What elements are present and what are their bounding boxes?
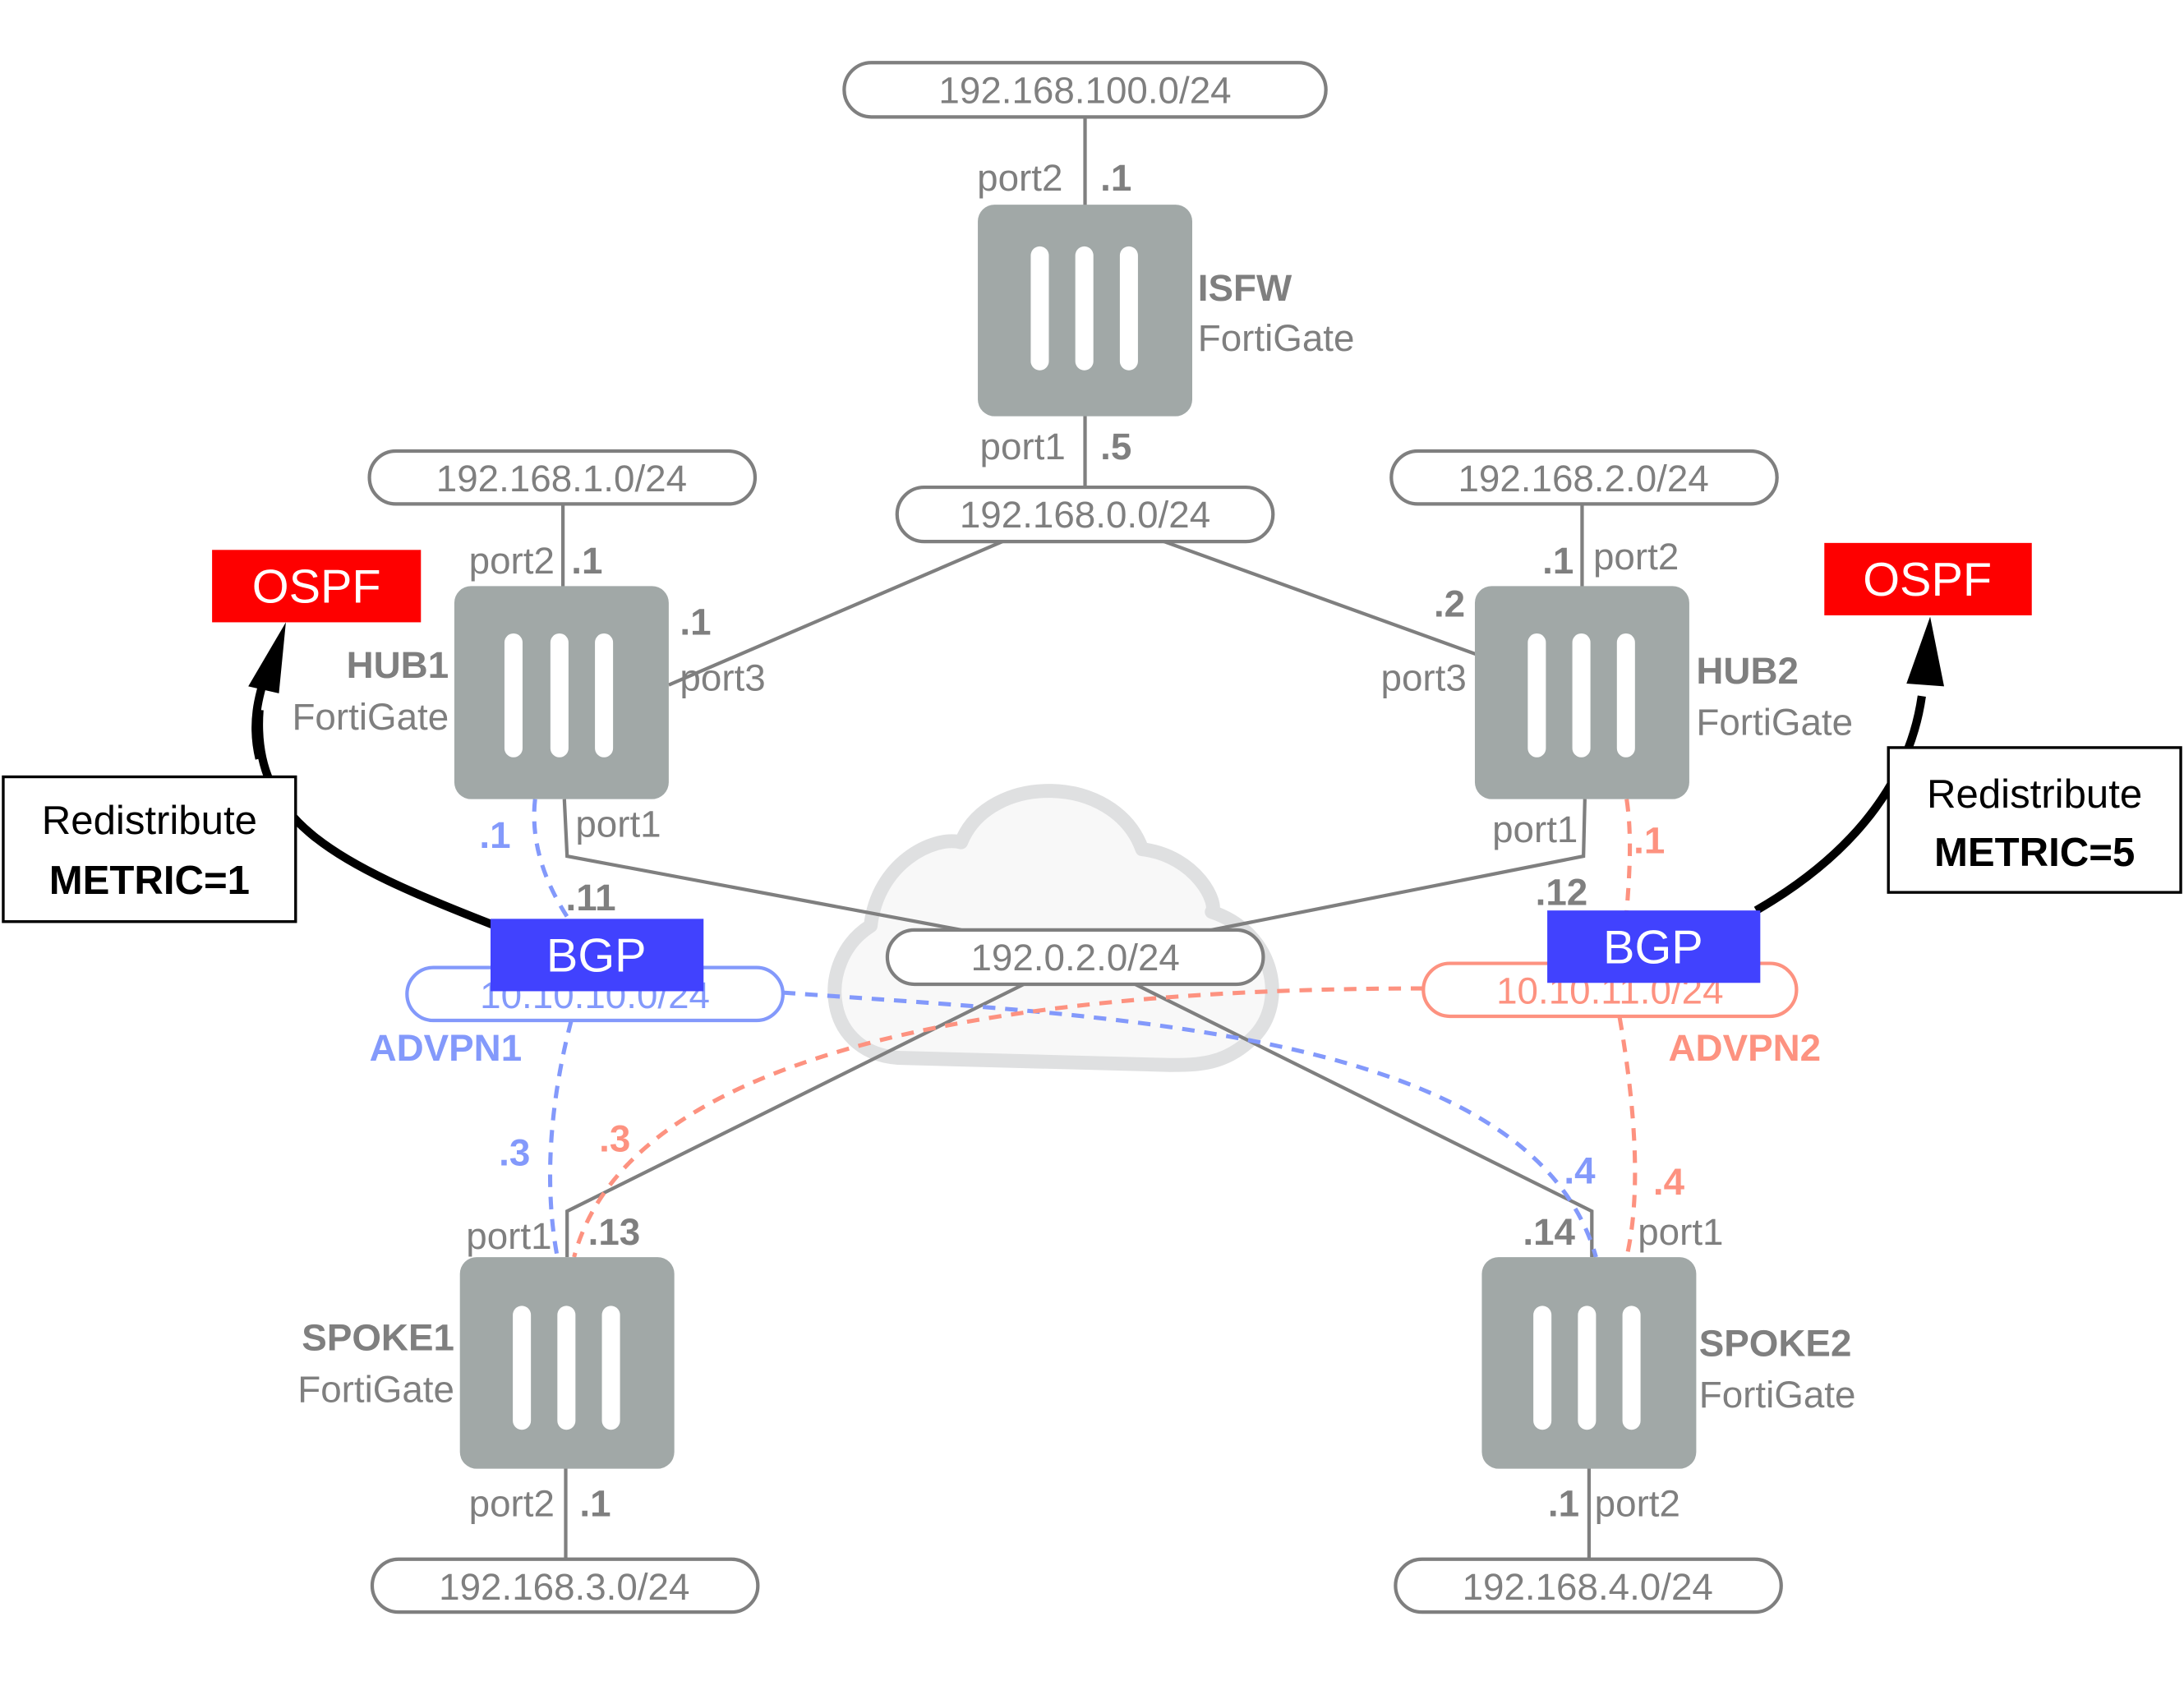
physical-links (560, 117, 1594, 1559)
svg-text:.3: .3 (599, 1117, 630, 1159)
svg-text:.4: .4 (1564, 1149, 1596, 1191)
svg-text:.3: .3 (499, 1131, 530, 1173)
svg-text:FortiGate: FortiGate (1696, 702, 1853, 744)
svg-text:.1: .1 (579, 1482, 611, 1524)
redistribute-arrow-left (248, 622, 494, 928)
svg-text:192.168.100.0/24: 192.168.100.0/24 (938, 69, 1231, 111)
link-internet-spoke2 (1134, 983, 1594, 1258)
svg-text:FortiGate: FortiGate (1699, 1374, 1856, 1416)
link-core-hub2 (1159, 538, 1477, 656)
link-hub2-internet (1211, 799, 1587, 932)
svg-text:port1: port1 (575, 803, 661, 845)
svg-text:.5: .5 (1100, 426, 1131, 467)
bgp-badge-right: BGP (1547, 910, 1761, 983)
redistribute-box-right: Redistribute METRIC=5 (1887, 746, 2182, 894)
svg-text:port3: port3 (1381, 656, 1467, 698)
svg-text:.1: .1 (1548, 1482, 1579, 1524)
port-labels: port2 .1 port1 .5 port2 .1 .1 port3 port… (466, 157, 1723, 1524)
svg-text:METRIC=1: METRIC=1 (49, 859, 250, 903)
svg-text:.1: .1 (1633, 820, 1665, 862)
advpn2-tunnels (572, 799, 1638, 1258)
svg-text:port3: port3 (680, 656, 765, 698)
svg-text:.12: .12 (1536, 871, 1588, 913)
redistribute-arrow-right (1753, 616, 1944, 914)
svg-text:.1: .1 (680, 601, 711, 643)
tunnel-hub2-advpn2 (1624, 799, 1633, 913)
svg-text:192.0.2.0/24: 192.0.2.0/24 (970, 937, 1179, 979)
svg-text:BGP: BGP (546, 930, 647, 983)
device-spoke1[interactable]: SPOKE1 FortiGate (297, 1257, 675, 1469)
ospf-badge-left: OSPF (212, 550, 422, 623)
svg-text:METRIC=5: METRIC=5 (1934, 831, 2135, 875)
advpn2-label: ADVPN2 (1669, 1027, 1822, 1069)
svg-text:port1: port1 (466, 1215, 551, 1257)
svg-text:OSPF: OSPF (1863, 554, 1992, 606)
svg-text:.1: .1 (1100, 157, 1131, 199)
subnet-hub1-lan: 192.168.1.0/24 (367, 449, 758, 506)
link-core-hub1 (668, 538, 1007, 687)
tunnel-advpn1-spoke1 (548, 1020, 574, 1258)
svg-text:SPOKE1: SPOKE1 (302, 1317, 454, 1359)
device-spoke2[interactable]: SPOKE2 FortiGate (1481, 1257, 1855, 1469)
svg-text:192.168.4.0/24: 192.168.4.0/24 (1463, 1566, 1713, 1608)
svg-text:192.168.1.0/24: 192.168.1.0/24 (436, 458, 687, 500)
arrow-head-icon (248, 622, 286, 693)
svg-text:.2: .2 (1434, 583, 1465, 625)
subnet-core: 192.168.0.0/24 (895, 485, 1275, 544)
svg-text:SPOKE2: SPOKE2 (1699, 1322, 1852, 1364)
svg-text:port2: port2 (977, 157, 1062, 199)
subnet-spoke2-lan: 192.168.4.0/24 (1394, 1557, 1783, 1614)
svg-text:FortiGate: FortiGate (292, 696, 449, 738)
svg-text:.1: .1 (1542, 540, 1573, 582)
svg-text:port1: port1 (1492, 808, 1578, 850)
svg-text:.11: .11 (566, 877, 616, 919)
svg-text:port2: port2 (469, 540, 555, 582)
svg-text:192.168.0.0/24: 192.168.0.0/24 (960, 494, 1210, 536)
link-internet-spoke1 (565, 983, 1025, 1258)
link-hub1-internet (562, 799, 962, 932)
svg-text:HUB2: HUB2 (1696, 650, 1799, 692)
svg-text:.4: .4 (1653, 1161, 1685, 1203)
svg-text:port1: port1 (980, 426, 1066, 467)
svg-text:port2: port2 (1593, 536, 1679, 578)
advpn1-tunnels (532, 799, 1598, 1258)
svg-text:BGP: BGP (1603, 922, 1703, 974)
svg-text:.1: .1 (571, 540, 602, 582)
device-isfw[interactable]: ISFW FortiGate (978, 205, 1354, 417)
tunnel-hub1-advpn1 (532, 799, 571, 920)
svg-text:port1: port1 (1638, 1211, 1723, 1253)
tunnel-advpn2-spoke1 (572, 986, 1424, 1258)
svg-text:.14: .14 (1523, 1211, 1575, 1253)
svg-text:port2: port2 (469, 1482, 555, 1524)
device-hub1[interactable]: HUB1 FortiGate (292, 586, 669, 799)
internet-cloud-icon (827, 784, 1279, 1072)
ospf-badge-right: OSPF (1824, 542, 2032, 615)
svg-text:192.168.2.0/24: 192.168.2.0/24 (1458, 458, 1708, 500)
svg-text:ISFW: ISFW (1198, 267, 1292, 309)
tunnel-advpn2-spoke2 (1617, 1017, 1638, 1258)
svg-text:.1: .1 (479, 814, 510, 856)
subnet-spoke1-lan: 192.168.3.0/24 (370, 1557, 760, 1614)
bgp-badge-left: BGP (491, 919, 704, 992)
svg-text:HUB1: HUB1 (347, 644, 449, 686)
device-hub2[interactable]: HUB2 FortiGate (1474, 586, 1853, 799)
svg-text:FortiGate: FortiGate (297, 1368, 454, 1410)
svg-text:OSPF: OSPF (252, 561, 381, 614)
subnet-isfw-lan: 192.168.100.0/24 (842, 61, 1328, 119)
redistribute-box-left: Redistribute METRIC=1 (2, 775, 297, 923)
svg-text:port2: port2 (1595, 1482, 1680, 1524)
svg-text:192.168.3.0/24: 192.168.3.0/24 (439, 1566, 689, 1608)
subnet-hub2-lan: 192.168.2.0/24 (1389, 449, 1779, 506)
svg-text:Redistribute: Redistribute (1927, 772, 2142, 817)
svg-text:.13: .13 (588, 1211, 641, 1253)
advpn1-label: ADVPN1 (370, 1027, 523, 1069)
arrow-head-icon (1906, 616, 1944, 687)
subnet-internet: 192.0.2.0/24 (885, 928, 1265, 987)
svg-text:Redistribute: Redistribute (42, 799, 257, 843)
svg-text:FortiGate: FortiGate (1198, 317, 1355, 359)
